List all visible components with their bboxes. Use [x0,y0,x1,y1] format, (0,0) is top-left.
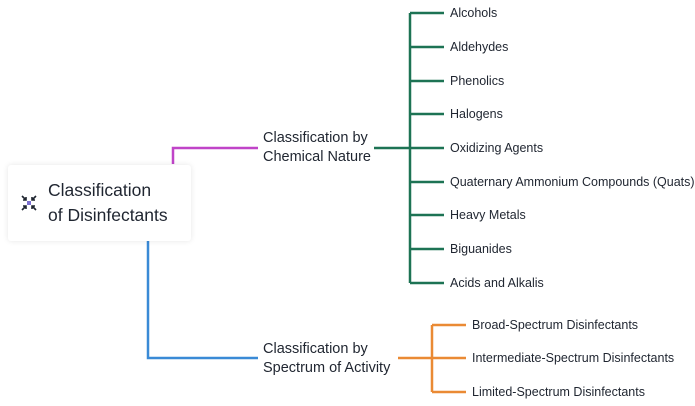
branch-chemical-label-line2[interactable]: Chemical Nature [263,149,371,165]
leaf-acids-alkalis[interactable]: Acids and Alkalis [450,276,544,290]
leaf-phenolics[interactable]: Phenolics [450,74,505,88]
branch-spectrum-label-line2[interactable]: Spectrum of Activity [263,360,391,376]
leaf-alcohols[interactable]: Alcohols [450,6,498,20]
connector-root-to-chemical [171,146,258,164]
branch-spectrum-label-line1[interactable]: Classification by [263,341,368,357]
collapse-arrows-icon[interactable] [20,194,38,212]
leaf-aldehydes[interactable]: Aldehydes [450,40,509,54]
root-title-line1: Classification [48,180,152,200]
connector-root-to-spectrum [146,241,258,360]
leaf-quats[interactable]: Quaternary Ammonium Compounds (Quats) [450,175,695,189]
leaf-limited-spectrum[interactable]: Limited-Spectrum Disinfectants [472,385,645,399]
root-title-line2: of Disinfectants [48,205,168,225]
leaf-broad-spectrum[interactable]: Broad-Spectrum Disinfectants [472,318,639,332]
leaf-oxidizing-agents[interactable]: Oxidizing Agents [450,141,544,155]
leaf-heavy-metals[interactable]: Heavy Metals [450,208,526,222]
branch-chemical-label-line1[interactable]: Classification by [263,130,368,146]
leaf-biguanides[interactable]: Biguanides [450,242,512,256]
connector-spectrum-children [398,323,466,394]
connector-chemical-children [374,11,444,285]
leaf-intermediate-spectrum[interactable]: Intermediate-Spectrum Disinfectants [472,351,675,365]
root-node[interactable] [8,165,191,241]
leaf-halogens[interactable]: Halogens [450,107,503,121]
